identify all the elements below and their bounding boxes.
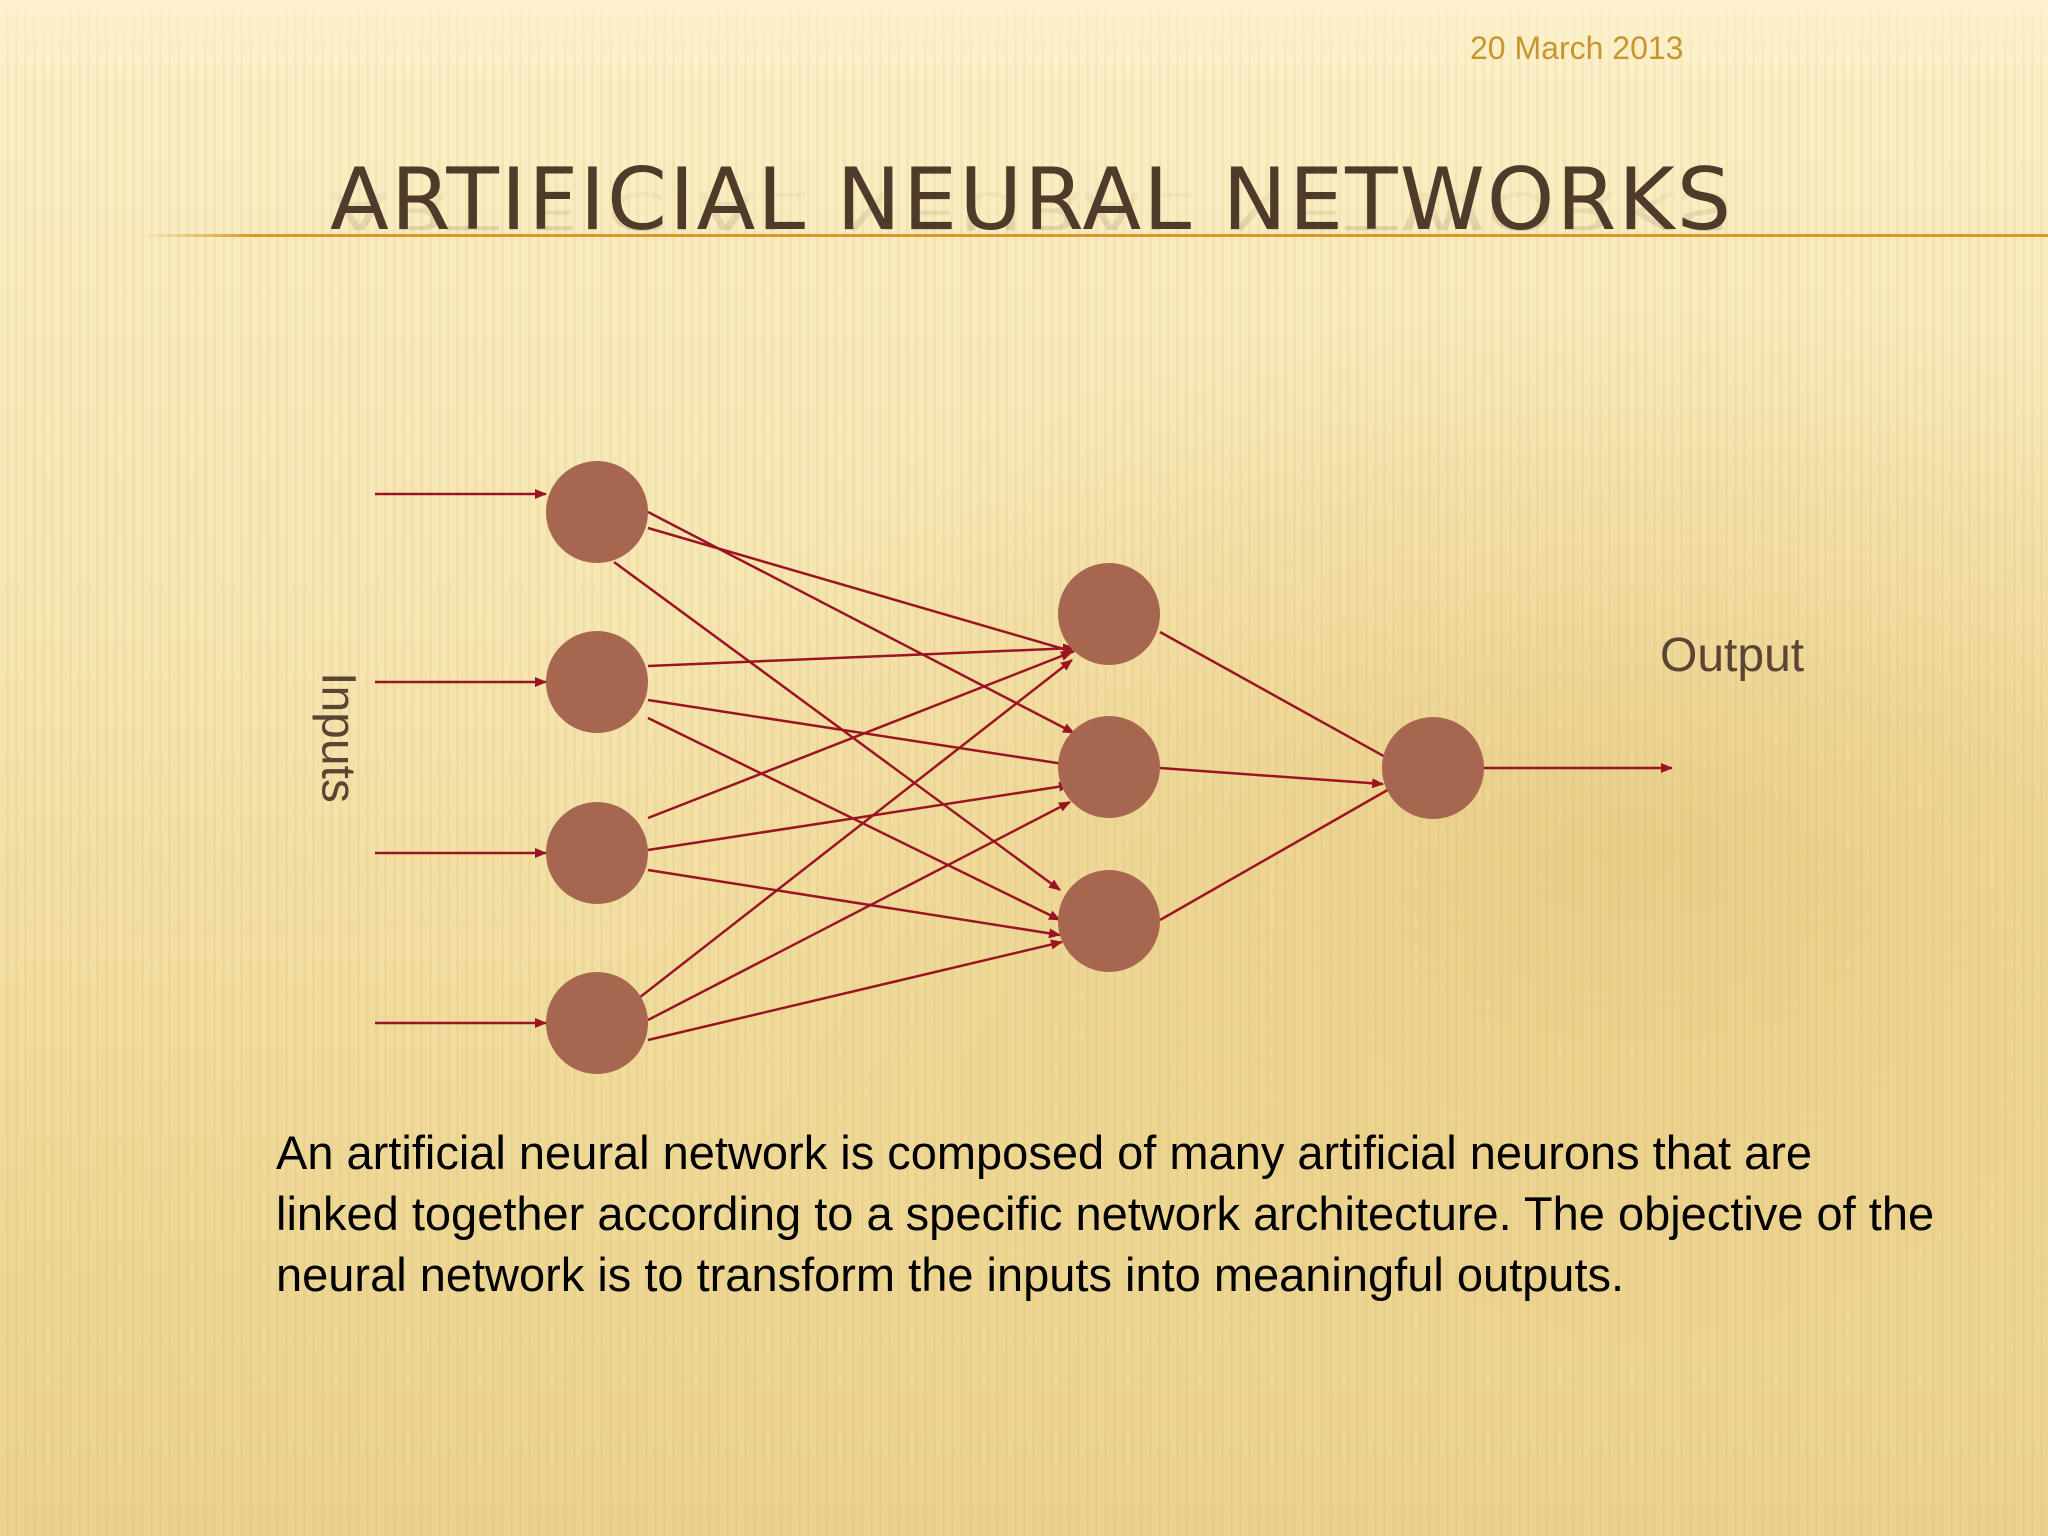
edge-i2-h1 (647, 643, 1075, 668)
input-node-3 (546, 802, 648, 904)
edge-i4-h2 (647, 800, 1071, 1022)
inputs-label: Inputs (311, 672, 365, 803)
edge-i3-h2 (647, 781, 1071, 852)
input-layer (546, 461, 648, 1074)
slide-date: 20 March 2013 (1470, 30, 1684, 66)
hidden-node-1 (1058, 563, 1160, 665)
edge-h1-o1 (1159, 630, 1399, 766)
edge-i4-h1 (629, 659, 1073, 1006)
edge-i4-h3 (647, 939, 1063, 1042)
edge-i1-h3 (613, 560, 1061, 892)
input-arrows (375, 489, 547, 1028)
title-rule (140, 234, 2048, 237)
edge-h2-o1 (1159, 766, 1384, 789)
output-label: Output (1660, 629, 1805, 682)
hidden-node-2 (1058, 716, 1160, 818)
input-node-1 (546, 461, 648, 563)
hidden-layer (1058, 563, 1160, 972)
input-hidden-connections (613, 510, 1075, 1042)
input-node-2 (546, 631, 648, 733)
edge-i2-h2 (647, 698, 1071, 769)
output-layer (1382, 717, 1484, 819)
hidden-node-3 (1058, 870, 1160, 972)
description-text: An artificial neural network is composed… (276, 1126, 1935, 1301)
edge-i3-h3 (647, 868, 1061, 939)
edge-h3-o1 (1159, 782, 1399, 922)
hidden-output-connections (1159, 630, 1399, 922)
top-band (0, 0, 2048, 80)
slide-title: ARTIFICIAL NEURAL NETWORKS (330, 150, 1734, 250)
edge-i1-h2 (647, 510, 1075, 735)
output-node (1382, 717, 1484, 819)
input-node-4 (546, 972, 648, 1074)
edge-i3-h1 (647, 650, 1073, 820)
